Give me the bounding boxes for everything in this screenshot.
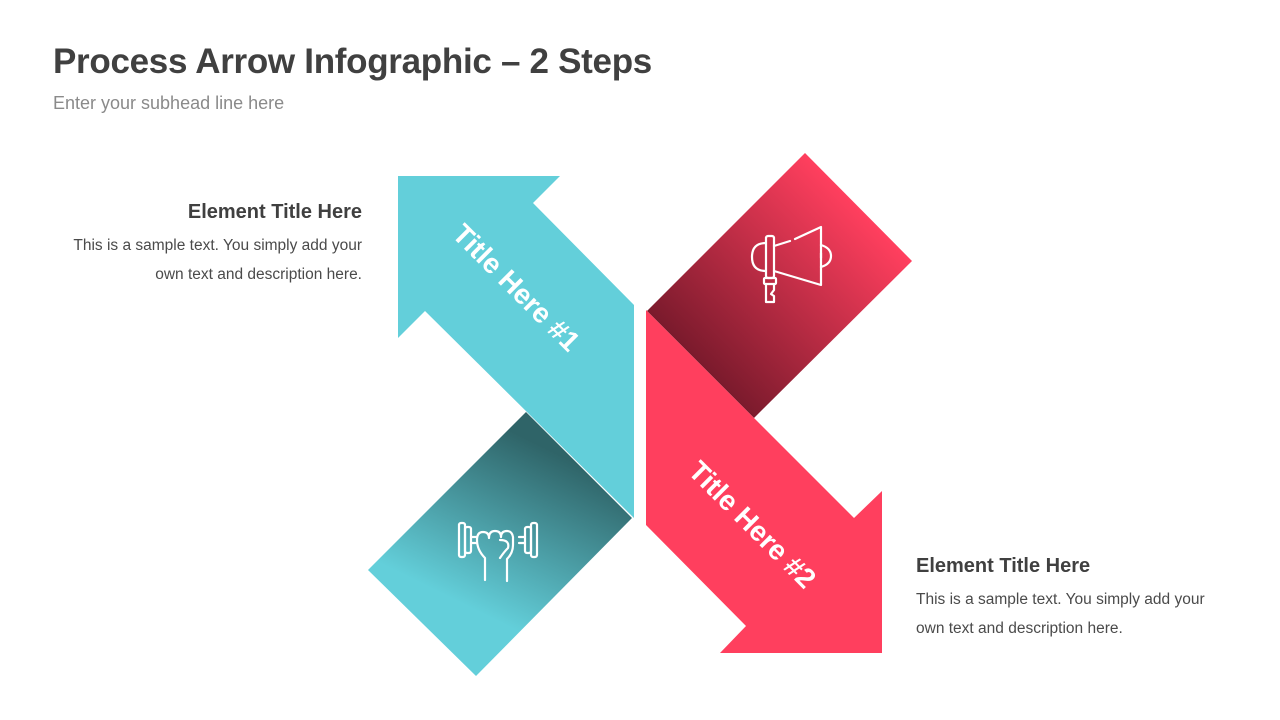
- step2-description: This is a sample text. You simply add yo…: [916, 591, 1205, 637]
- page-subhead: Enter your subhead line here: [53, 93, 285, 113]
- step2-arrow: [646, 310, 882, 653]
- page-title: Process Arrow Infographic – 2 Steps: [53, 42, 652, 81]
- step2-icon-block: [647, 153, 912, 418]
- step1-icon-block: [368, 412, 632, 676]
- dumbbell-fist-icon: [457, 521, 539, 583]
- step2-element-title: Element Title Here: [916, 555, 1091, 577]
- step1-element-title: Element Title Here: [187, 201, 362, 223]
- step1-arrow: [398, 176, 634, 518]
- megaphone-icon: [750, 225, 833, 304]
- step1-description: This is a sample text. You simply add yo…: [73, 237, 362, 283]
